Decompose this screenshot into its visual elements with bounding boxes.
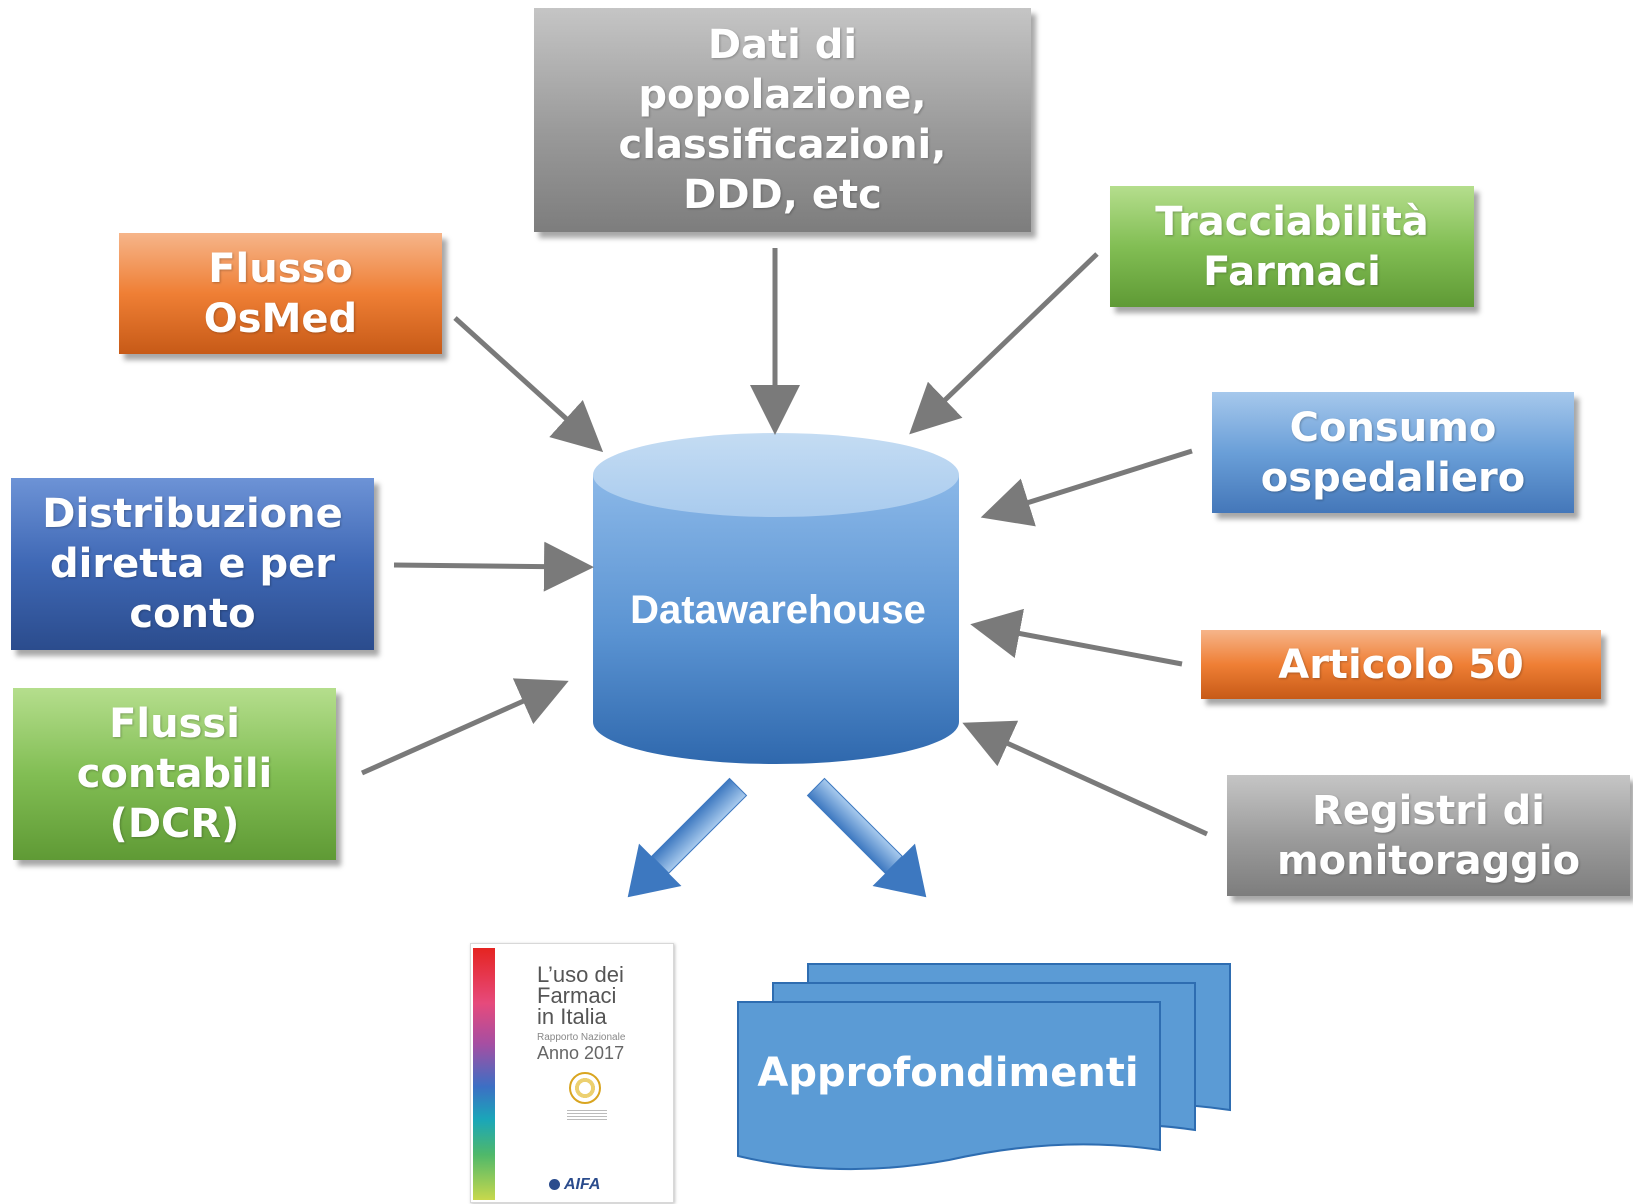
report-cover: L’uso dei Farmaci in Italia Rapporto Naz…: [470, 943, 674, 1203]
arrow-registri-to-dwh: [962, 720, 1209, 837]
datawarehouse-cylinder: [593, 433, 959, 764]
report-year: Anno 2017: [537, 1043, 625, 1063]
source-box-registri-monitoraggio: Registri di monitoraggio: [1227, 775, 1630, 896]
source-box-articolo-50: Articolo 50: [1201, 630, 1601, 699]
arrow-tracciabilita-to-dwh: [909, 252, 1099, 435]
report-emblem-icon: [569, 1072, 601, 1104]
approfondimenti-documents: [737, 963, 1231, 1171]
report-subtitle: Rapporto Nazionale: [537, 1032, 626, 1043]
report-emblem-caption: [567, 1110, 607, 1120]
source-box-dati-popolazione: Dati di popolazione, classificazioni, DD…: [534, 8, 1031, 232]
arrow-consumo-to-dwh: [980, 448, 1193, 527]
arrow-flussi-to-dwh: [360, 678, 569, 776]
report-color-strip: [473, 948, 495, 1200]
output-arrow-right: [806, 777, 927, 898]
aifa-logo: AIFA: [549, 1176, 600, 1194]
datawarehouse-label: Datawarehouse: [630, 588, 926, 632]
approfondimenti-label: Approfondimenti: [757, 1050, 1139, 1096]
report-title: L’uso dei Farmaci in Italia: [537, 962, 624, 1029]
arrow-articolo50-to-dwh: [970, 608, 1183, 667]
source-box-flussi-contabili: Flussi contabili (DCR): [13, 688, 336, 860]
source-box-tracciabilita-farmaci: Tracciabilità Farmaci: [1110, 186, 1474, 307]
source-box-flusso-osmed: Flusso OsMed: [119, 233, 442, 354]
arrow-distribuzione-to-dwh: [393, 541, 594, 592]
source-box-distribuzione-diretta: Distribuzione diretta e per conto: [11, 478, 374, 650]
arrow-osmed-to-dwh: [453, 316, 604, 453]
source-box-consumo-ospedaliero: Consumo ospedaliero: [1212, 392, 1574, 513]
output-arrow-left: [627, 777, 748, 898]
